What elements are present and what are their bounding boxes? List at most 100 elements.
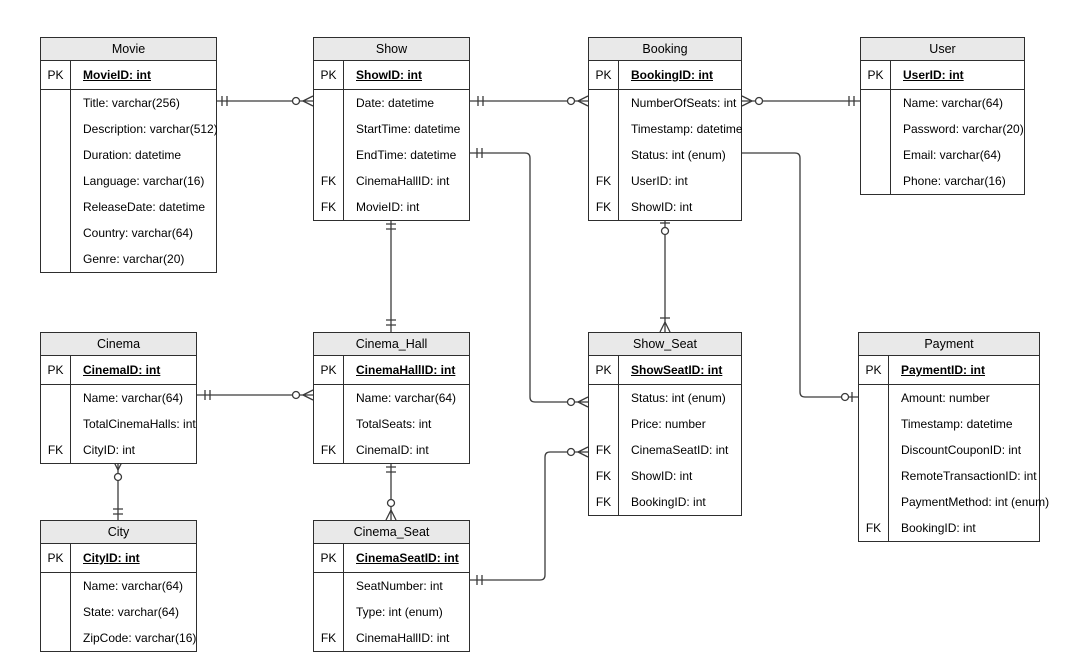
attribute-row: DiscountCouponID: int [859, 437, 1039, 463]
entity-title: User [861, 38, 1024, 61]
attribute-text: Status: int (enum) [631, 148, 726, 162]
connector-cinemahall-cinemaseat[interactable] [385, 460, 397, 521]
key-cell [314, 142, 344, 168]
key-cell: PK [314, 356, 344, 384]
attribute-text: Name: varchar(64) [356, 391, 457, 405]
key-cell [41, 220, 71, 246]
attribute-text: RemoteTransactionID: int [901, 469, 1037, 483]
cardinality-zero-icon [840, 392, 850, 402]
connector-booking-showseat[interactable] [659, 217, 671, 333]
key-cell: FK [314, 168, 344, 194]
attribute-row: Timestamp: datetime [589, 116, 743, 142]
key-cell [41, 573, 71, 599]
connector-cinemaseat-showseat[interactable] [470, 446, 589, 585]
connector-booking-payment[interactable] [742, 152, 858, 402]
primary-key-row: PK CinemaHallID: int [314, 356, 469, 385]
key-cell [41, 599, 71, 625]
attribute-row: Language: varchar(16) [41, 168, 216, 194]
attribute-row: Password: varchar(20) [861, 116, 1024, 142]
attribute-row: Status: int (enum) [589, 385, 741, 411]
key-cell: FK [589, 463, 619, 489]
key-cell [589, 116, 619, 142]
key-cell [314, 599, 344, 625]
attribute-text: NumberOfSeats: int [631, 96, 737, 110]
key-cell [861, 116, 891, 142]
cardinality-zero-icon [660, 226, 670, 236]
key-cell [589, 385, 619, 411]
attribute-row: Genre: varchar(20) [41, 246, 216, 272]
key-cell [41, 625, 71, 651]
key-cell [861, 142, 891, 168]
attribute-text: CinemaSeatID: int [631, 443, 729, 457]
key-cell [859, 385, 889, 411]
attribute-text: ShowID: int [631, 469, 693, 483]
attribute-text: CinemaHallID: int [356, 174, 450, 188]
attribute-text: CityID: int [83, 443, 136, 457]
attribute-row: Name: varchar(64) [314, 385, 469, 411]
key-cell [41, 411, 71, 437]
attribute-text: Description: varchar(512) [83, 122, 218, 136]
connector-line[interactable] [742, 152, 858, 398]
crow-foot-icon [385, 509, 397, 521]
connector-booking-user[interactable] [741, 95, 860, 107]
key-cell [859, 463, 889, 489]
attribute-row: Description: varchar(512) [41, 116, 218, 142]
key-cell: FK [314, 437, 344, 463]
key-cell: PK [41, 356, 71, 384]
key-cell [861, 90, 891, 116]
cardinality-zero-icon [754, 96, 764, 106]
connector-show-showseat[interactable] [470, 148, 589, 408]
key-cell [589, 90, 619, 116]
connector-cinema-cinemahall[interactable] [197, 389, 314, 401]
key-cell [589, 411, 619, 437]
attribute-text: ShowSeatID: int [631, 363, 723, 377]
attribute-text: ShowID: int [631, 200, 693, 214]
attribute-text: PaymentMethod: int (enum) [901, 495, 1050, 509]
cardinality-zero-icon [291, 390, 301, 400]
crow-foot-icon [302, 95, 314, 107]
connector-cinema-city[interactable] [112, 459, 124, 520]
cardinality-zero-icon [566, 447, 576, 457]
connector-show-booking[interactable] [470, 95, 589, 107]
connector-line[interactable] [470, 152, 588, 403]
attribute-row: Amount: number [859, 385, 1039, 411]
attribute-row: EndTime: datetime [314, 142, 469, 168]
key-cell [314, 90, 344, 116]
attribute-text: MovieID: int [356, 200, 420, 214]
key-cell: PK [589, 61, 619, 89]
connector-line[interactable] [470, 451, 588, 581]
cardinality-one-icon [386, 223, 396, 230]
attribute-text: CinemaHallID: int [356, 363, 456, 377]
attribute-text: ReleaseDate: datetime [83, 200, 206, 214]
connector-show-cinemahall[interactable] [386, 217, 396, 332]
attribute-text: CinemaHallID: int [356, 631, 450, 645]
attribute-text: UserID: int [631, 174, 688, 188]
attribute-text: CinemaSeatID: int [356, 551, 459, 565]
crow-foot-icon [741, 95, 753, 107]
cardinality-one-icon [476, 148, 483, 158]
attribute-row: Name: varchar(64) [861, 90, 1024, 116]
key-cell [859, 489, 889, 515]
entity-title: Payment [859, 333, 1039, 356]
attribute-text: ShowID: int [356, 68, 422, 82]
attribute-row: Name: varchar(64) [41, 385, 196, 411]
attribute-text: Name: varchar(64) [903, 96, 1004, 110]
connector-movie-show[interactable] [217, 95, 314, 107]
attribute-row: State: varchar(64) [41, 599, 196, 625]
